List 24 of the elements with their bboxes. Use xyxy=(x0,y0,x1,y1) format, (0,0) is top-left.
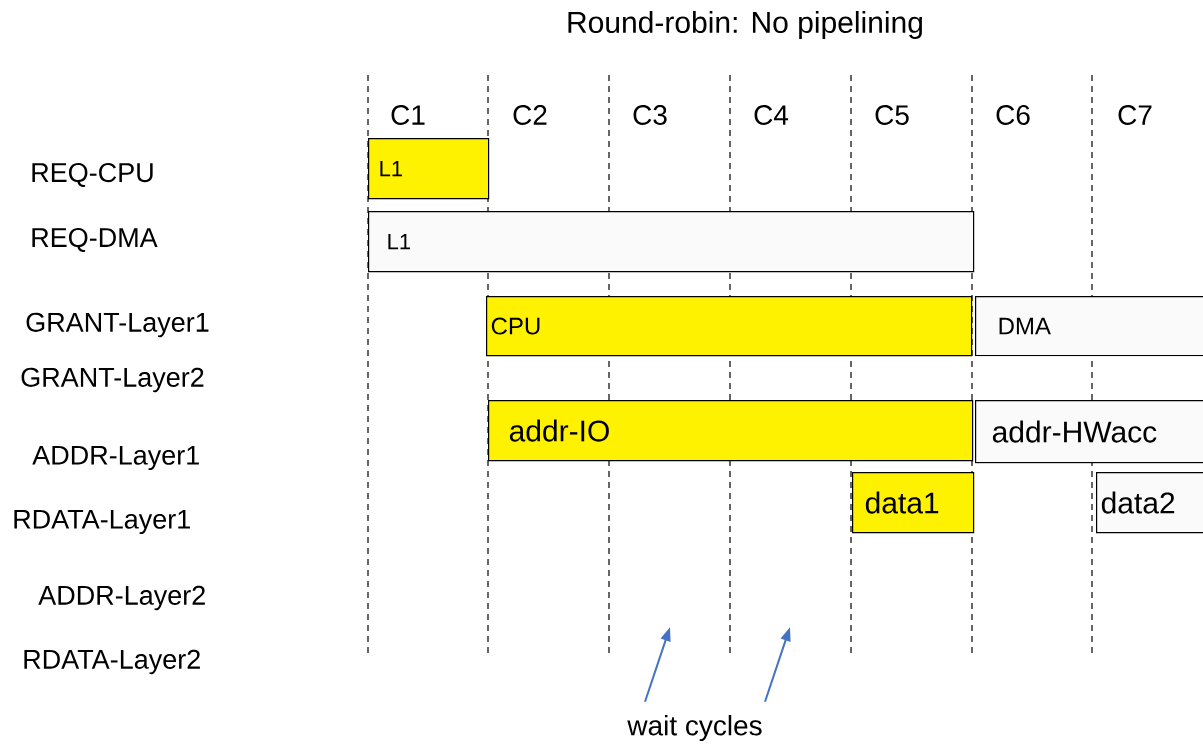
cycle-label: C6 xyxy=(996,105,1030,125)
timing-bar: addr-HWacc xyxy=(975,400,1203,464)
timing-bar: DMA xyxy=(975,296,1203,357)
timing-bar: data1 xyxy=(852,472,975,534)
timing-bar: L1 xyxy=(368,211,975,273)
signal-name: REQ-DMA xyxy=(32,228,158,252)
timing-bar: addr-IO xyxy=(488,400,974,462)
signal-name: ADDR-Layer1 xyxy=(32,445,199,471)
signal-name: RDATA-Layer2 xyxy=(24,649,200,675)
signal-name: ADDR-Layer2 xyxy=(38,585,205,611)
timing-bar: L1 xyxy=(368,138,490,200)
cycle-label: C7 xyxy=(1118,105,1152,125)
timing-bar: data2 xyxy=(1096,472,1203,534)
signal-name: GRANT-Layer2 xyxy=(21,367,204,393)
signal-name: GRANT-Layer1 xyxy=(26,312,209,338)
cycle-label: C4 xyxy=(754,105,789,125)
signal-name: REQ-CPU xyxy=(32,163,153,187)
note-text: wait cycles xyxy=(627,714,762,742)
cycle-label: C5 xyxy=(875,105,909,125)
timing-bar: CPU xyxy=(486,296,973,357)
signal-name: RDATA-Layer1 xyxy=(14,509,190,535)
cycle-label: C3 xyxy=(633,105,667,125)
cycle-label: C2 xyxy=(513,105,547,125)
title: Round-robin: No pipelining xyxy=(568,11,922,39)
